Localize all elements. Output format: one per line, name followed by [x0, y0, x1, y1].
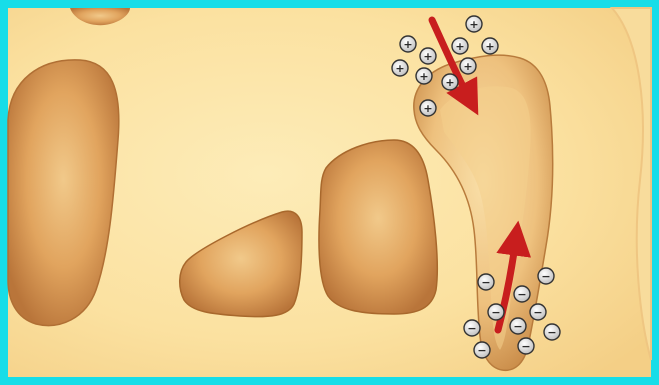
negative-ion: −	[510, 318, 526, 334]
svg-text:−: −	[491, 306, 500, 319]
positive-ion: +	[392, 60, 408, 76]
svg-text:−: −	[541, 270, 550, 283]
svg-text:−: −	[517, 288, 526, 301]
svg-text:−: −	[481, 276, 490, 289]
svg-text:+: +	[403, 38, 412, 51]
negative-ion: −	[530, 304, 546, 320]
svg-text:+: +	[469, 18, 478, 31]
positive-ion: +	[482, 38, 498, 54]
negative-ion: −	[538, 268, 554, 284]
svg-text:+: +	[423, 102, 432, 115]
svg-text:+: +	[455, 40, 464, 53]
svg-text:−: −	[477, 344, 486, 357]
square-cell	[319, 140, 437, 314]
positive-ion: +	[420, 48, 436, 64]
negative-ion: −	[488, 304, 504, 320]
svg-text:+: +	[445, 76, 454, 89]
positive-ion: +	[420, 100, 436, 116]
svg-text:−: −	[513, 320, 522, 333]
svg-text:−: −	[533, 306, 542, 319]
svg-text:+: +	[419, 70, 428, 83]
svg-text:−: −	[547, 326, 556, 339]
svg-text:+: +	[463, 60, 472, 73]
positive-ion: +	[466, 16, 482, 32]
svg-text:−: −	[467, 322, 476, 335]
positive-ion: +	[442, 74, 458, 90]
negative-ion: −	[518, 338, 534, 354]
negative-ion: −	[478, 274, 494, 290]
svg-text:+: +	[395, 62, 404, 75]
positive-ion: +	[416, 68, 432, 84]
negative-ion: −	[474, 342, 490, 358]
svg-text:+: +	[423, 50, 432, 63]
svg-text:+: +	[485, 40, 494, 53]
negative-ion: −	[464, 320, 480, 336]
negative-ion: −	[544, 324, 560, 340]
svg-text:−: −	[521, 340, 530, 353]
positive-ion: +	[400, 36, 416, 52]
positive-ion: +	[460, 58, 476, 74]
negative-ion: −	[514, 286, 530, 302]
positive-ion: +	[452, 38, 468, 54]
